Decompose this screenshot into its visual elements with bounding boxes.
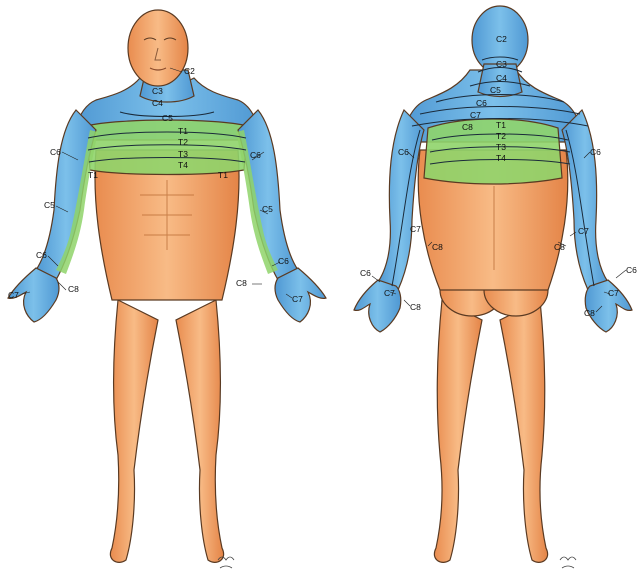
front-label-t2: T2	[178, 137, 188, 147]
back-label-left-c8-hand: C8	[410, 302, 421, 312]
front-label-left-c7: C7	[8, 290, 19, 300]
back-signature	[560, 557, 576, 568]
front-label-c5: C5	[162, 113, 173, 123]
front-label-right-c8: C8	[236, 278, 247, 288]
back-label-left-c6-hand: C6	[360, 268, 371, 278]
front-label-left-t1: T1	[88, 170, 98, 180]
back-label-c2: C2	[496, 34, 507, 44]
front-label-left-c5: C5	[44, 200, 55, 210]
front-label-right-c5: C5	[262, 204, 273, 214]
back-left-arm	[378, 110, 424, 290]
back-left-leg	[434, 300, 482, 562]
front-label-left-c6-hand: C6	[36, 250, 47, 260]
back-label-c7: C7	[470, 110, 481, 120]
back-label-c3: C3	[496, 59, 507, 69]
back-label-right-c7-hand: C7	[608, 288, 619, 298]
back-label-right-c8-hand: C8	[584, 308, 595, 318]
back-label-left-c6-arm: C6	[398, 147, 409, 157]
front-label-right-c6-hand: C6	[278, 256, 289, 266]
back-right-leg	[500, 300, 548, 562]
back-label-c8: C8	[462, 122, 473, 132]
back-label-right-c6-hand: C6	[626, 265, 637, 275]
back-label-t1: T1	[496, 120, 506, 130]
front-label-left-c6-arm: C6	[50, 147, 61, 157]
back-label-c5: C5	[490, 85, 501, 95]
back-label-c6: C6	[476, 98, 487, 108]
front-label-t4: T4	[178, 160, 188, 170]
front-figure	[8, 10, 326, 562]
back-label-right-c6-arm: C6	[590, 147, 601, 157]
back-right-arm	[562, 110, 608, 290]
back-label-left-c8-arm: C8	[432, 242, 443, 252]
front-label-right-c6-arm: C6	[250, 150, 261, 160]
front-label-t3: T3	[178, 149, 188, 159]
back-label-t2: T2	[496, 131, 506, 141]
front-label-c4: C4	[152, 98, 163, 108]
front-label-left-c8: C8	[68, 284, 79, 294]
front-label-right-t1: T1	[218, 170, 228, 180]
back-label-c4: C4	[496, 73, 507, 83]
back-label-left-c7-hand: C7	[384, 288, 395, 298]
back-label-right-c8-arm: C8	[554, 242, 565, 252]
front-left-leg	[110, 300, 158, 562]
front-right-leg	[176, 300, 224, 562]
front-label-c2: C2	[184, 66, 195, 76]
front-label-c3: C3	[152, 86, 163, 96]
back-label-right-c7-arm: C7	[578, 226, 589, 236]
back-label-left-c7-arm: C7	[410, 224, 421, 234]
back-label-t3: T3	[496, 142, 506, 152]
front-label-right-c7: C7	[292, 294, 303, 304]
front-label-t1: T1	[178, 126, 188, 136]
back-label-t4: T4	[496, 153, 506, 163]
back-green-band	[424, 119, 562, 184]
